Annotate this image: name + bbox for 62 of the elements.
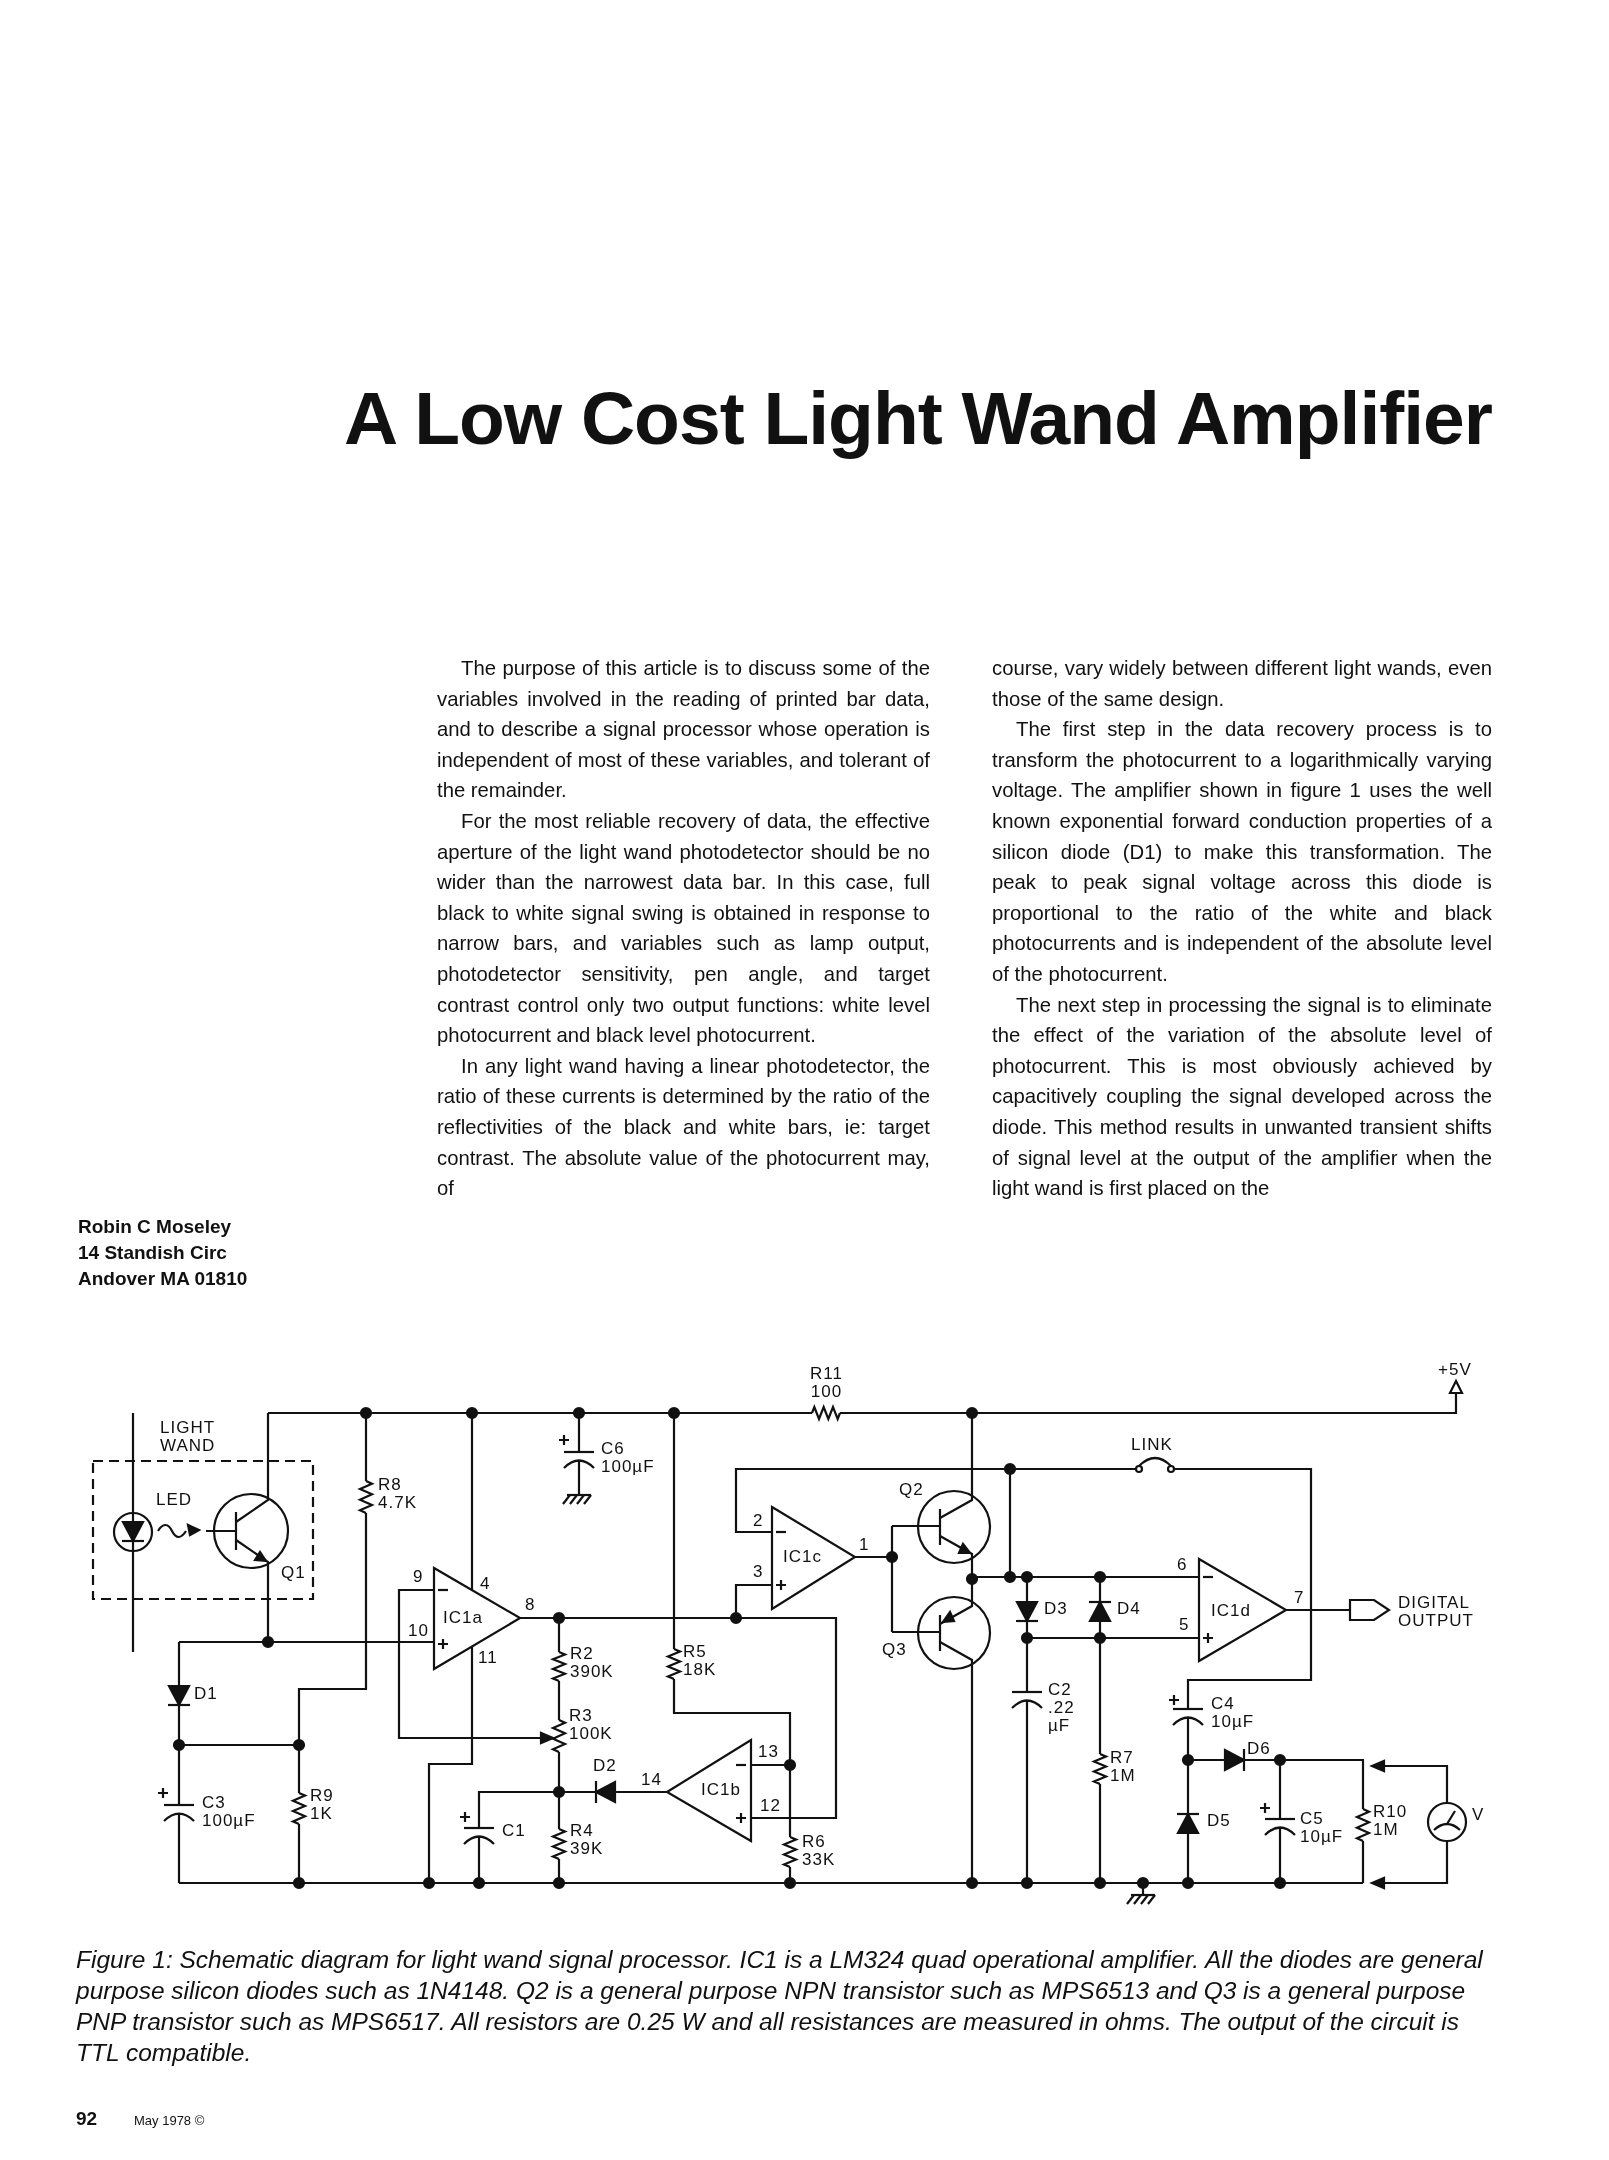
address-line: Andover MA 01810 xyxy=(78,1268,248,1290)
pin-number: 12 xyxy=(760,1797,781,1815)
component-label: R6 33K xyxy=(802,1833,836,1869)
supply-label: +5V xyxy=(1438,1361,1472,1379)
body-paragraph: The first step in the data recovery process is to transform the photocurrent to a logarithmically varying voltage. The amplifier shown in figure 1 uses the well known exponential forward conduction properties of a silicon diode (D1) to make this transformation. The peak to peak signal voltage across this diode is proportional to the ratio of the white and black photocurrents and is independent of the absolute level of the photocurrent. xyxy=(992,717,1492,987)
body-paragraph: In any light wand having a linear photodetector, the ratio of these currents is determined by the ratio of the reflectivities of the black and white bars, ie: target contrast. The absolute value of the photocurrent may, of xyxy=(437,1053,930,1202)
component-label: R10 1M xyxy=(1373,1803,1408,1839)
figure-caption: Figure 1: Schematic diagram for light wand signal processor. IC1 is a LM324 quad operational amplifier. All the diodes are general purpose silicon diodes such as 1N4148. Q2 is a general purpose NPN transistor such as MPS6513 and Q3 is a general purpose PNP transistor such as MPS6517. All resistors are 0.25 W and all resistances are measured in ohms. The output of the circuit is TTL compatible. xyxy=(76,1945,1485,2068)
pin-number: 5 xyxy=(1179,1616,1190,1634)
address-line: 14 Standish Circ xyxy=(78,1242,227,1264)
component-label: IC1c xyxy=(783,1548,822,1566)
component-label: R4 39K xyxy=(570,1822,604,1858)
body-paragraph: course, vary widely between different light wands, even those of the same design. xyxy=(992,656,1492,712)
meter-label: V xyxy=(1472,1806,1485,1824)
pin-number: 2 xyxy=(753,1512,764,1530)
body-paragraph: For the most reliable recovery of data, the effective aperture of the light wand photodetector should be no wider than the narrowest data bar. In this case, full black to white signal swing is obtained in response to narrow bars, and variables such as lamp output, photodetector sensitivity, pen angle, and target contrast control only two output functions: white level photocurrent and black level photocurrent. xyxy=(437,808,930,1049)
page-number: 92 xyxy=(76,2108,98,2130)
pin-number: 14 xyxy=(641,1771,662,1789)
component-label: IC1b xyxy=(701,1781,741,1799)
pin-number: 8 xyxy=(525,1596,536,1614)
pin-number: 10 xyxy=(408,1622,429,1640)
issue-date: May 1978 © xyxy=(134,2113,205,2128)
component-label: Q2 xyxy=(899,1481,924,1499)
component-label: C2 .22 µF xyxy=(1048,1681,1075,1735)
author-name: Robin C Moseley xyxy=(78,1216,232,1238)
pin-number: 9 xyxy=(413,1568,424,1586)
component-label: D6 xyxy=(1247,1740,1271,1758)
component-label: C3 100µF xyxy=(202,1794,256,1830)
pin-number: 4 xyxy=(480,1575,491,1593)
component-label: D4 xyxy=(1117,1600,1141,1618)
component-label: D5 xyxy=(1207,1812,1231,1830)
component-label: R5 18K xyxy=(683,1643,717,1679)
component-label: D1 xyxy=(194,1685,218,1703)
pin-number: 1 xyxy=(859,1536,870,1554)
component-label: R11 100 xyxy=(810,1365,843,1401)
component-label: C6 100µF xyxy=(601,1440,655,1476)
component-label: Q1 xyxy=(281,1564,306,1582)
pin-number: 7 xyxy=(1294,1589,1305,1607)
pin-number: 11 xyxy=(478,1649,498,1667)
output-label: DIGITAL OUTPUT xyxy=(1398,1594,1474,1630)
component-label: R9 1K xyxy=(310,1787,334,1823)
component-label: C4 10µF xyxy=(1211,1695,1255,1731)
component-label: LED xyxy=(156,1491,193,1509)
component-label: IC1a xyxy=(443,1609,483,1627)
pin-number: 6 xyxy=(1177,1556,1188,1574)
component-label: R2 390K xyxy=(570,1645,614,1681)
component-label: R8 4.7K xyxy=(378,1476,417,1512)
component-label: IC1d xyxy=(1211,1602,1251,1620)
pin-number: 13 xyxy=(758,1743,779,1761)
component-label: R7 1M xyxy=(1110,1749,1136,1785)
body-paragraph: The purpose of this article is to discuss some of the variables involved in the reading of printed bar data, and to describe a signal processor whose operation is independent of most of these variables, and tolerant of the remainder. xyxy=(437,656,930,804)
component-label: Q3 xyxy=(882,1641,907,1659)
component-label: D2 xyxy=(593,1757,617,1775)
component-label: R3 100K xyxy=(569,1707,613,1743)
pin-number: 3 xyxy=(753,1563,764,1581)
component-label: LINK xyxy=(1131,1436,1173,1454)
component-label: LIGHT WAND xyxy=(160,1419,216,1455)
component-label: D3 xyxy=(1044,1600,1068,1618)
article-title: A Low Cost Light Wand Amplifier xyxy=(343,375,1492,461)
component-label: C1 xyxy=(502,1822,526,1840)
body-paragraph: The next step in processing the signal is to eliminate the effect of the variation of the absolute level of photocurrent. This is most obviously achieved by capacitively coupling the signal developed across the diode. This method results in unwanted transient shifts of signal level at the output of the amplifier when the light wand is first placed on the xyxy=(992,992,1492,1202)
component-label: C5 10µF xyxy=(1300,1810,1344,1846)
